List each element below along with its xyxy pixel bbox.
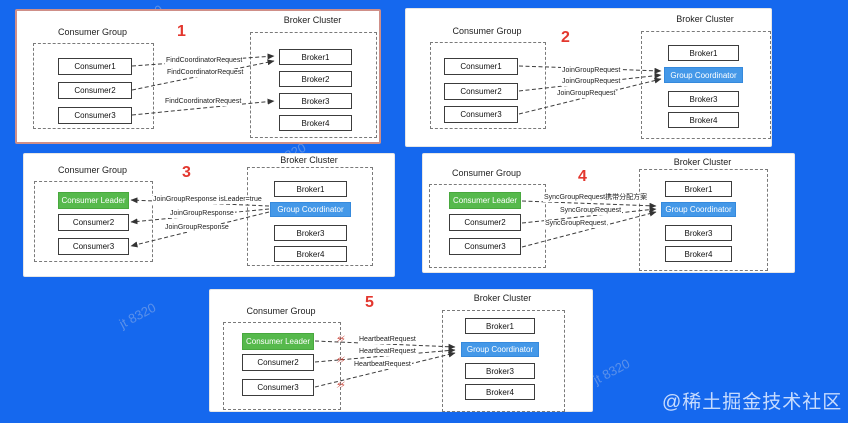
consumer-leader-node: Consumer Leader <box>242 333 314 350</box>
message-label: FindCoordinatorRequest <box>164 98 243 106</box>
heartbeat-spark-icon: ⚡⚡ <box>336 334 345 344</box>
message-label: HeartbeatRequest <box>358 348 417 356</box>
broker-cluster-title: Broker Cluster <box>283 15 342 25</box>
broker-node: Broker1 <box>665 181 732 197</box>
phase-number: 1 <box>177 23 186 40</box>
broker-node: Broker4 <box>668 112 739 128</box>
consumer-group-title: Consumer Group <box>57 27 128 37</box>
consumer-group-title: Consumer Group <box>246 306 316 316</box>
consumer-node: Consumer3 <box>444 106 518 123</box>
message-label: JoinGroupRequest <box>561 78 622 86</box>
group-coordinator-node: Group Coordinator <box>664 67 743 83</box>
diagram-panel-4: 4 Consumer Group Consumer Leader Consume… <box>422 153 795 273</box>
broker-node: Broker4 <box>274 246 347 262</box>
phase-number: 5 <box>365 294 374 311</box>
diagram-panel-5: 5 Consumer Group Consumer Leader Consume… <box>209 289 593 412</box>
message-label: HeartbeatRequest <box>353 361 412 369</box>
broker-node: Broker1 <box>274 181 347 197</box>
diagram-panel-1: 1 Consumer Group Consumer1 Consumer2 Con… <box>15 9 381 144</box>
consumer-node: Consumer1 <box>444 58 518 75</box>
community-watermark: @稀土掘金技术社区 <box>662 392 843 413</box>
broker-node: Broker3 <box>279 93 352 109</box>
broker-node: Broker4 <box>279 115 352 131</box>
group-coordinator-node: Group Coordinator <box>661 202 736 217</box>
broker-node: Broker4 <box>465 384 535 400</box>
diagonal-watermark: jt 8320 <box>590 355 633 388</box>
consumer-group-title: Consumer Group <box>57 165 128 175</box>
message-label: JoinGroupRequest <box>561 67 622 75</box>
message-label: SyncGroupRequest携带分配方案 <box>543 194 649 202</box>
broker-node: Broker3 <box>274 225 347 241</box>
phase-number: 4 <box>578 168 587 185</box>
broker-node: Broker3 <box>668 91 739 107</box>
consumer-group-title: Consumer Group <box>451 168 522 178</box>
consumer-group-title: Consumer Group <box>452 26 522 36</box>
heartbeat-spark-icon: ⚡⚡ <box>336 380 345 390</box>
diagram-panel-2: 2 Consumer Group Consumer1 Consumer2 Con… <box>405 8 772 147</box>
consumer-node: Consumer2 <box>58 82 132 99</box>
broker-cluster-title: Broker Cluster <box>676 14 734 24</box>
broker-cluster-title: Broker Cluster <box>673 157 732 167</box>
diagonal-watermark: jt 8320 <box>116 299 159 332</box>
phase-number: 2 <box>561 29 570 46</box>
consumer-node: Consumer3 <box>58 107 132 124</box>
consumer-node: Consumer2 <box>242 354 314 371</box>
broker-node: Broker1 <box>279 49 352 65</box>
consumer-leader-node: Consumer Leader <box>449 192 521 209</box>
group-coordinator-node: Group Coordinator <box>270 202 351 217</box>
broker-node: Broker1 <box>668 45 739 61</box>
consumer-node: Consumer2 <box>444 83 518 100</box>
broker-cluster-title: Broker Cluster <box>280 155 338 165</box>
message-label: HeartbeatRequest <box>358 336 417 344</box>
broker-node: Broker1 <box>465 318 535 334</box>
broker-cluster-title: Broker Cluster <box>473 293 532 303</box>
broker-node: Broker4 <box>665 246 732 262</box>
consumer-node: Consumer2 <box>58 214 129 231</box>
message-label: FindCoordinatorRequest <box>165 57 244 65</box>
broker-node: Broker3 <box>665 225 732 241</box>
consumer-node: Consumer3 <box>242 379 314 396</box>
phase-number: 3 <box>182 164 191 181</box>
consumer-node: Consumer3 <box>58 238 129 255</box>
message-label: JoinGroupResponse <box>169 210 235 218</box>
consumer-node: Consumer2 <box>449 214 521 231</box>
message-label: SyncGroupRequest <box>559 207 623 215</box>
message-label: JoinGroupResponse <box>164 224 230 232</box>
message-label: JoinGroupRequest <box>556 90 617 98</box>
broker-node: Broker3 <box>465 363 535 379</box>
diagram-panel-3: 3 Consumer Group Consumer Leader Consume… <box>23 153 395 277</box>
message-label: FindCoordinatorRequest <box>166 69 245 77</box>
consumer-node: Consumer3 <box>449 238 521 255</box>
message-label: JoinGroupResponse isLeader=true <box>152 196 263 204</box>
consumer-leader-node: Consumer Leader <box>58 192 129 209</box>
message-label: SyncGroupRequest <box>544 220 608 228</box>
heartbeat-spark-icon: ⚡⚡ <box>336 355 345 365</box>
broker-node: Broker2 <box>279 71 352 87</box>
group-coordinator-node: Group Coordinator <box>461 342 539 357</box>
consumer-node: Consumer1 <box>58 58 132 75</box>
